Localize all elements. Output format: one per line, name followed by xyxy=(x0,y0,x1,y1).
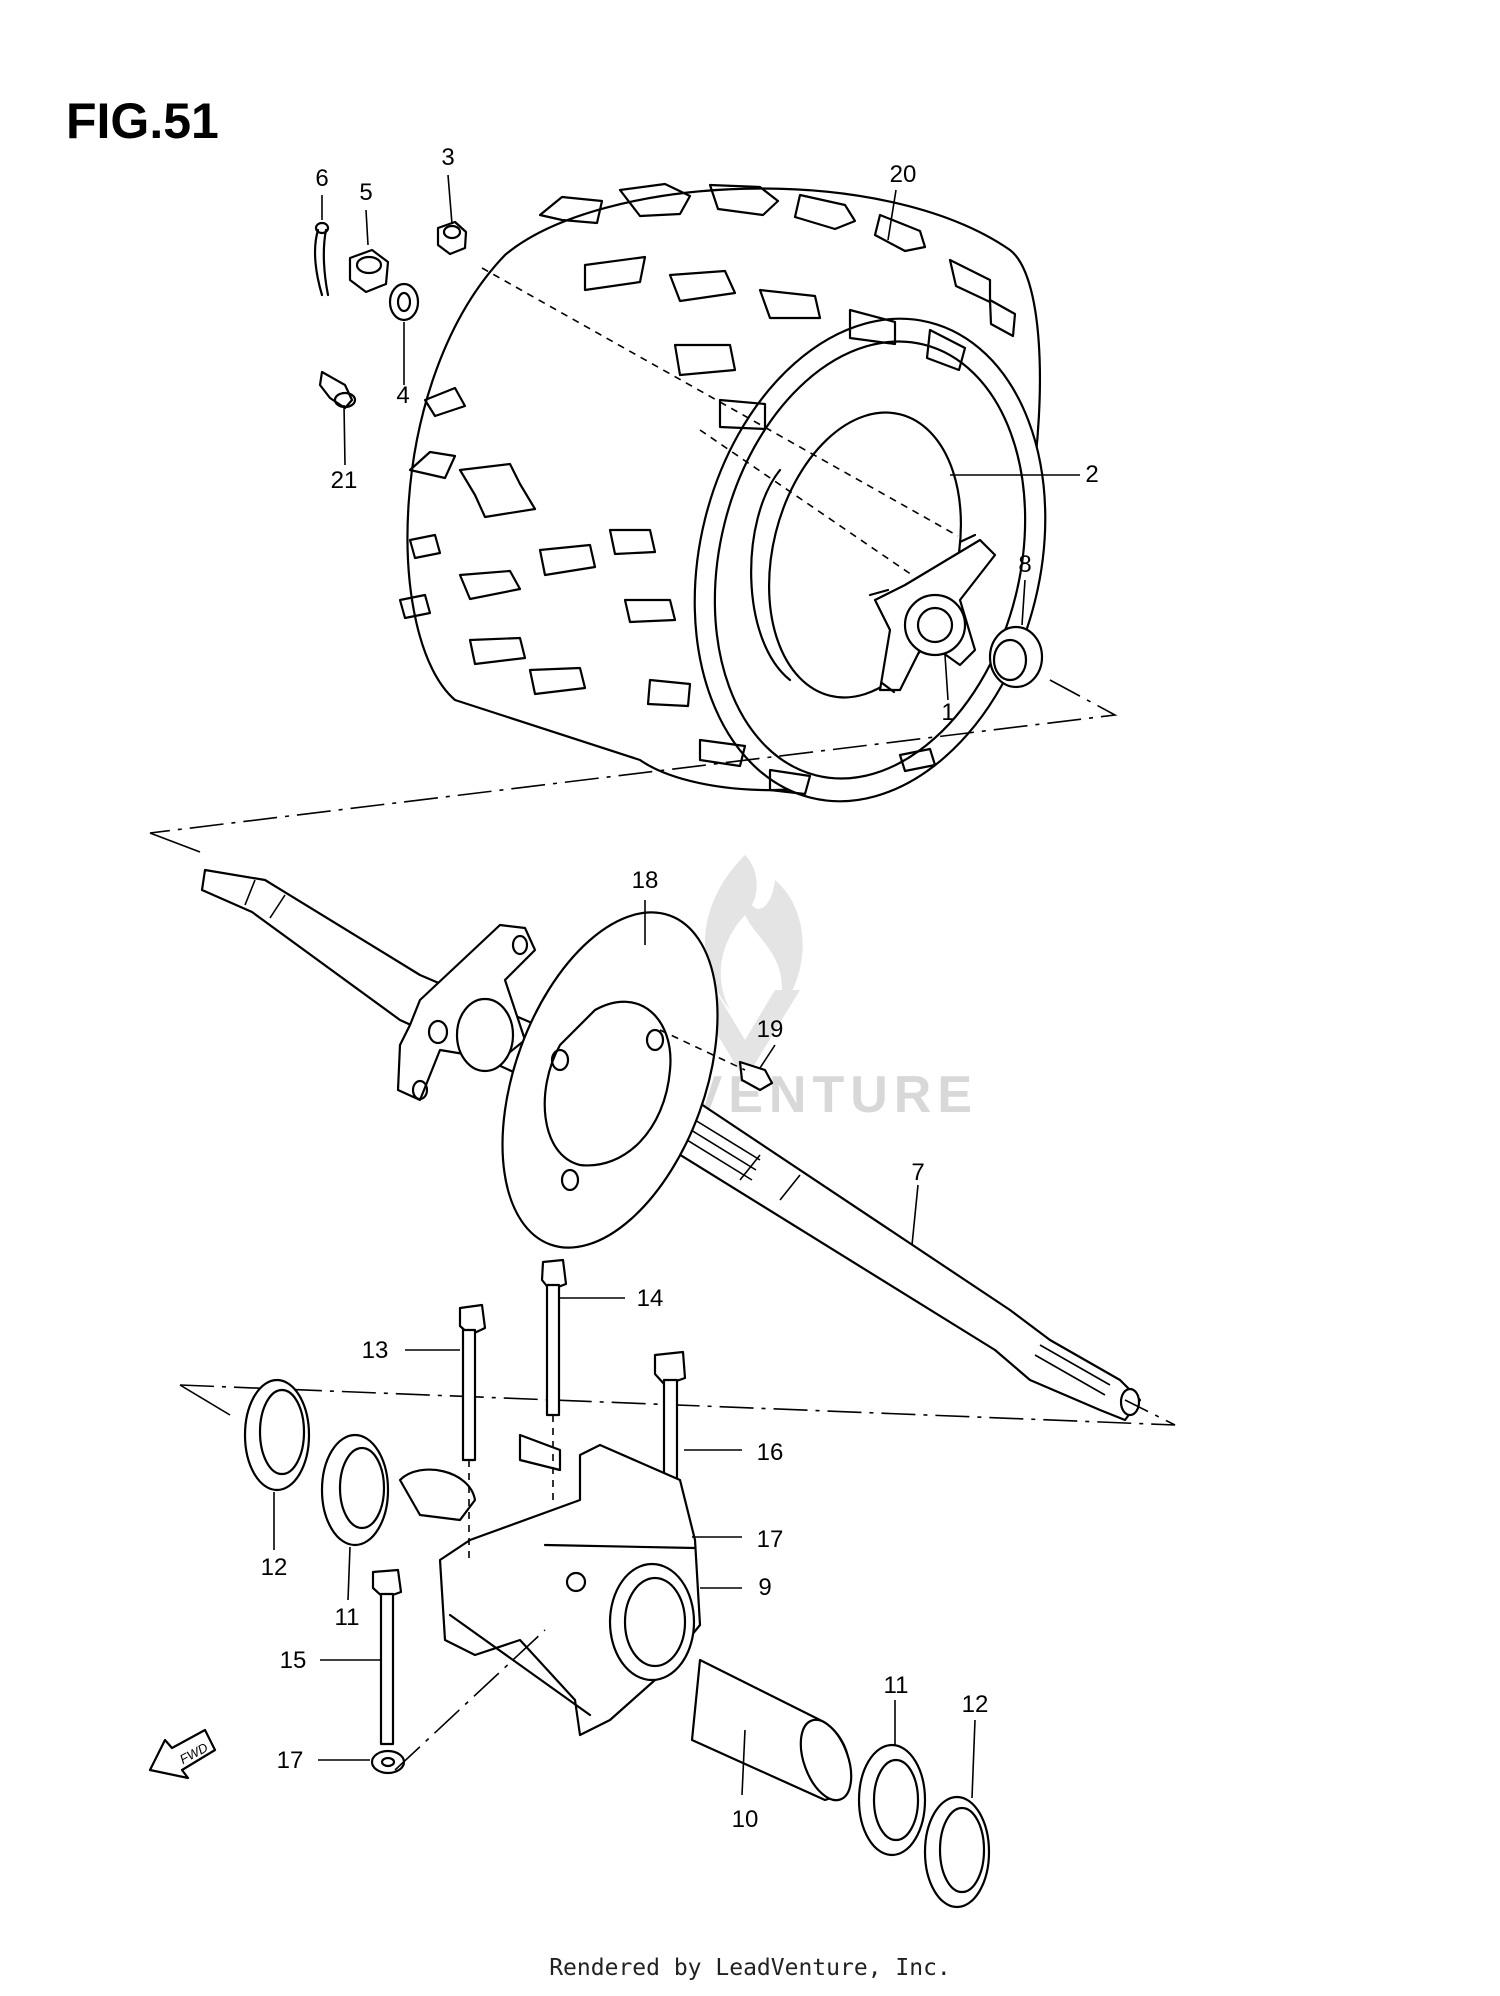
lug-nut-3[interactable] xyxy=(436,220,468,256)
wheel-hub[interactable] xyxy=(868,533,997,694)
callout-leaders xyxy=(273,174,1080,1799)
callout-17-lower: 17 xyxy=(277,1747,304,1774)
bolt-19[interactable] xyxy=(738,1060,774,1092)
callout-2: 2 xyxy=(1085,461,1098,488)
callout-10: 10 xyxy=(732,1806,759,1833)
bolt-13[interactable] xyxy=(458,1303,487,1462)
tire-tread xyxy=(398,182,1017,796)
callout-19: 19 xyxy=(757,1016,784,1043)
brake-disc-18[interactable] xyxy=(461,883,759,1277)
callout-15: 15 xyxy=(280,1647,307,1674)
callout-9: 9 xyxy=(758,1574,771,1601)
callout-12-left: 12 xyxy=(261,1554,288,1581)
bolt-15[interactable] xyxy=(371,1568,403,1746)
callout-1: 1 xyxy=(941,699,954,726)
bearing-11-left[interactable] xyxy=(320,1433,390,1547)
callout-11-left: 11 xyxy=(335,1604,360,1631)
callout-17-upper: 17 xyxy=(757,1526,784,1553)
callout-21: 21 xyxy=(331,467,358,494)
bolt-16[interactable] xyxy=(653,1350,687,1492)
callout-11-right: 11 xyxy=(884,1672,909,1699)
callout-18: 18 xyxy=(632,867,659,894)
callout-8: 8 xyxy=(1018,551,1031,578)
callout-16: 16 xyxy=(757,1439,784,1466)
render-credit: Rendered by LeadVenture, Inc. xyxy=(549,1955,951,1981)
axle-nut-8[interactable] xyxy=(988,625,1044,689)
callout-7: 7 xyxy=(911,1159,924,1186)
tire-wheel-assembly[interactable] xyxy=(398,182,1094,839)
castle-nut-5[interactable] xyxy=(348,248,390,294)
callout-6: 6 xyxy=(315,165,328,192)
oil-seal-12-left[interactable] xyxy=(243,1378,311,1492)
figure-title: FIG.51 xyxy=(66,93,219,149)
callout-labels: 1 2 3 4 5 6 7 8 9 10 11 11 12 12 13 14 1… xyxy=(261,144,1099,1833)
washer-17-lower[interactable] xyxy=(370,1749,406,1775)
callout-20: 20 xyxy=(890,161,917,188)
callout-13: 13 xyxy=(362,1337,389,1364)
valve-21[interactable] xyxy=(318,370,357,410)
bolt-14[interactable] xyxy=(540,1258,568,1417)
callout-5: 5 xyxy=(359,179,372,206)
axle-flange[interactable] xyxy=(396,923,537,1102)
oil-seal-12-right[interactable] xyxy=(923,1795,991,1909)
bearing-holder-9[interactable] xyxy=(398,1433,702,1737)
forward-direction-arrow: FWD xyxy=(148,1728,217,1780)
callout-14: 14 xyxy=(637,1285,664,1312)
callout-3: 3 xyxy=(441,144,454,171)
cotter-pin-6[interactable] xyxy=(313,221,330,297)
callout-4: 4 xyxy=(396,382,409,409)
bearing-11-right[interactable] xyxy=(857,1743,927,1857)
callout-12-right: 12 xyxy=(962,1691,989,1718)
sleeve-10[interactable] xyxy=(690,1658,861,1807)
washer-4[interactable] xyxy=(388,282,420,322)
